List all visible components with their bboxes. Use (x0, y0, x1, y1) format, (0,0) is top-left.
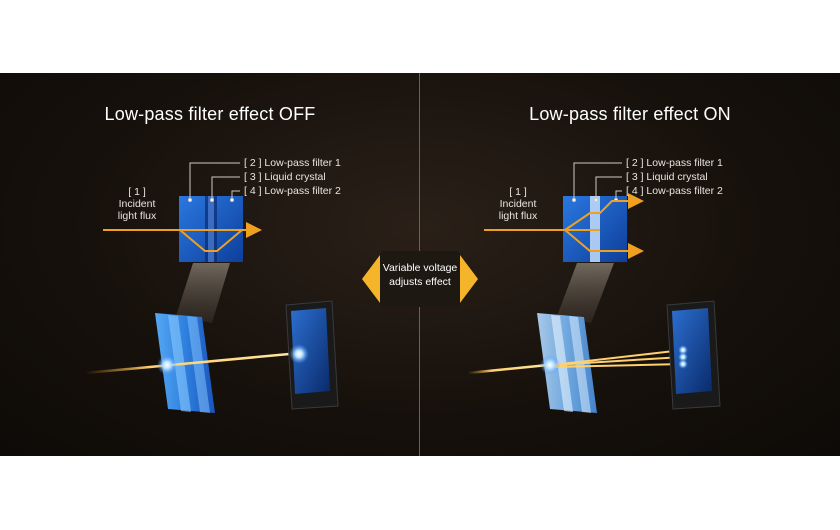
left-panel-title: Low-pass filter effect OFF (104, 104, 316, 124)
left-incident-flux: light flux (117, 210, 157, 222)
center-caption: Variable voltage adjusts effect (362, 261, 478, 289)
diagram-artwork (84, 162, 721, 413)
left-label-filter2: [ 4 ] Low-pass filter 2 (244, 185, 341, 197)
right-sensor (666, 300, 721, 410)
center-double-arrow (362, 251, 478, 307)
left-label-filter1: [ 2 ] Low-pass filter 1 (244, 157, 341, 169)
right-label-filter1: [ 2 ] Low-pass filter 1 (626, 157, 723, 169)
left-callout-lines (188, 162, 240, 202)
center-caption-line2: adjusts effect (389, 276, 451, 288)
right-incident-word: Incident (499, 198, 537, 210)
right-callout-lines (572, 162, 622, 202)
right-panel-title: Low-pass filter effect ON (529, 104, 731, 124)
left-sensor (285, 300, 339, 410)
right-beams (467, 349, 684, 375)
right-incident-label: [ 1 ] Incident light flux (478, 186, 558, 222)
right-label-liquid-crystal: [ 3 ] Liquid crystal (626, 171, 708, 183)
right-zoom-cone (557, 263, 614, 323)
left-label-liquid-crystal: [ 3 ] Liquid crystal (244, 171, 326, 183)
left-zoom-cone (176, 263, 230, 323)
right-incident-flux: light flux (498, 210, 538, 222)
center-caption-line1: Variable voltage (382, 262, 458, 274)
right-incident-index: [ 1 ] (509, 186, 527, 198)
diagram-stage: Low-pass filter effect OFF Low-pass filt… (0, 73, 840, 456)
left-incident-word: Incident (118, 198, 156, 210)
left-incident-label: [ 1 ] Incident light flux (97, 186, 177, 222)
left-light-path (103, 222, 262, 252)
right-label-filter2: [ 4 ] Low-pass filter 2 (626, 185, 723, 197)
right-light-path (484, 193, 644, 259)
left-incident-index: [ 1 ] (128, 186, 146, 198)
